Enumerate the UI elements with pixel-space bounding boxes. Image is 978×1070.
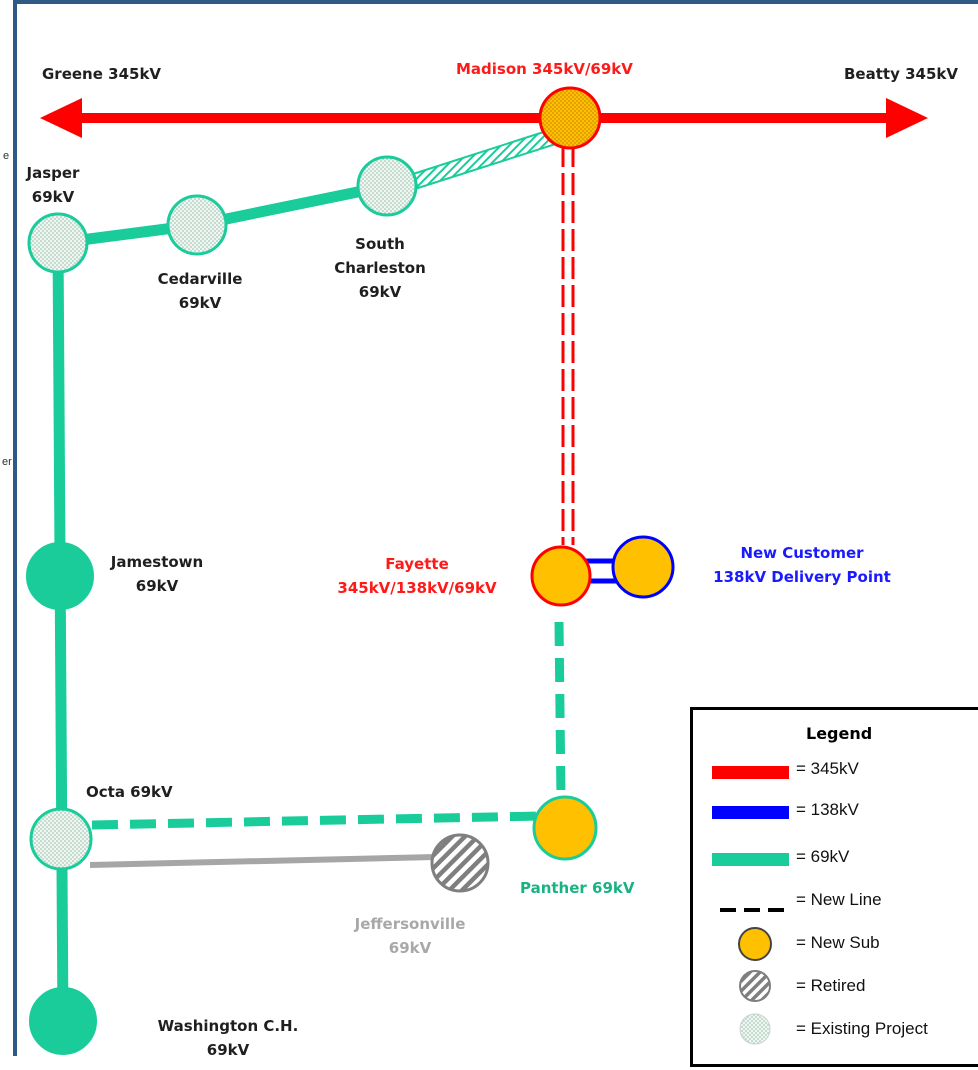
legend-item-retired: = Retired	[796, 976, 866, 995]
legend-item-new-line: = New Line	[796, 890, 882, 909]
jeffersonville-substation	[430, 833, 490, 893]
octa-substation	[29, 807, 93, 871]
new-customer-substation	[611, 535, 675, 599]
legend-new-sub-swatch	[738, 927, 772, 961]
legend-title: Legend	[806, 724, 873, 743]
washington-label: Washington C.H.69kV	[157, 1017, 299, 1059]
jamestown-substation	[26, 542, 94, 610]
line-jasper-washington	[52, 242, 69, 1026]
madison-substation	[538, 86, 602, 150]
south-charleston-substation	[356, 155, 418, 217]
legend-item-existing: = Existing Project	[796, 1019, 928, 1038]
frame-left-border	[13, 0, 17, 1056]
legend-box: Legend = 345kV = 138kV = 69kV = New Line…	[690, 707, 978, 1067]
legend-item-345kv: = 345kV	[796, 759, 859, 778]
cedarville-substation	[166, 194, 228, 256]
line-madison-fayette-new-345kv	[561, 145, 575, 545]
madison-label: Madison 345kV/69kV	[456, 60, 633, 78]
legend-existing-swatch	[739, 1013, 771, 1045]
greene-label: Greene 345kV	[42, 65, 162, 83]
washington-substation	[29, 987, 97, 1055]
beatty-label: Beatty 345kV	[844, 65, 958, 83]
legend-item-138kv: = 138kV	[796, 800, 859, 819]
line-octa-panther-new-69kv	[91, 811, 541, 830]
legend-item-new-sub: = New Sub	[796, 933, 880, 952]
legend-138kv-swatch	[712, 806, 789, 819]
panther-label: Panther 69kV	[520, 879, 635, 897]
edge-fragment-2: er	[2, 456, 12, 468]
line-fayette-panther-new-69kv	[554, 621, 566, 801]
line-345kv-main	[40, 98, 928, 138]
legend-retired-swatch	[739, 970, 771, 1002]
line-madison-south-charleston	[411, 126, 564, 190]
octa-label: Octa 69kV	[86, 783, 173, 801]
legend-item-69kv: = 69kV	[796, 847, 850, 866]
edge-fragment-1: e	[3, 150, 10, 162]
frame-top-border	[13, 0, 978, 4]
line-octa-jeffersonville-retired	[89, 854, 437, 868]
legend-symbols	[712, 766, 790, 1045]
jasper-substation	[27, 212, 89, 274]
legend-345kv-swatch	[712, 766, 789, 779]
fayette-substation	[530, 545, 592, 607]
legend-69kv-swatch	[712, 853, 789, 866]
panther-substation	[532, 795, 598, 861]
